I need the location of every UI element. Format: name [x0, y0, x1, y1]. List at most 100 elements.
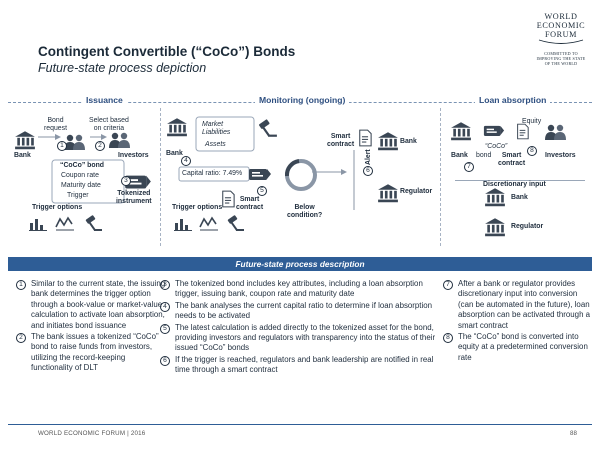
- bank-label-alert: Bank: [400, 138, 417, 145]
- absorption-smart-contract-icon: [517, 123, 529, 140]
- page-number: 88: [570, 430, 577, 437]
- description-number-2: 2: [16, 333, 26, 344]
- description-number-4: 4: [160, 301, 170, 312]
- step-5-marker: 5: [257, 186, 267, 196]
- coco-token-icon: [483, 125, 505, 136]
- process-diagram: [15, 116, 585, 237]
- trigger-options-gavel-icon: [227, 214, 244, 231]
- logo-line-2: ECONOMIC: [536, 21, 586, 30]
- logo-arc-icon: [538, 39, 584, 44]
- investors-icon-issuance: [109, 132, 130, 148]
- regulator-label-absorption: Regulator: [511, 223, 544, 230]
- description-bottom-rule: [8, 424, 592, 425]
- description-number-3: 3: [160, 280, 170, 290]
- description-number-5: 5: [160, 323, 170, 334]
- step-2-marker: 2: [95, 141, 105, 151]
- logo-tagline-3: OF THE WORLD: [544, 61, 578, 66]
- tokenized-instrument-label: Tokenized instrument: [116, 190, 152, 205]
- description-band: Future-state process description: [8, 257, 592, 271]
- investors-request-icon: [64, 134, 85, 150]
- logo-line-1: WORLD: [544, 12, 578, 21]
- step-1-marker: 1: [57, 141, 67, 151]
- bank-label-monitoring: Bank: [166, 150, 183, 157]
- description-item-6: 6 If the trigger is reached, regulators …: [160, 355, 442, 376]
- coupon-rate-label: Coupon rate: [61, 172, 99, 179]
- trigger-gavel-icon: [85, 214, 102, 231]
- description-item-8: 8 The “CoCo” bond is converted into equi…: [443, 332, 591, 363]
- bank-icon-monitoring: [167, 118, 187, 137]
- trigger-options-wave-icon: [199, 217, 219, 231]
- footer-text: WORLD ECONOMIC FORUM | 2016: [38, 430, 146, 437]
- description-item-7: 7 After a bank or regulator provides dis…: [443, 279, 591, 331]
- description-item-3: 3 The tokenized bond includes key attrib…: [160, 279, 442, 300]
- balance-sheet-box: [195, 116, 255, 152]
- equity-label: Equity: [522, 118, 542, 125]
- description-text-4: The bank analyses the current capital ra…: [175, 300, 433, 321]
- yes-label: Yes: [319, 163, 331, 170]
- page-title: Contingent Convertible (“CoCo”) Bonds: [38, 44, 296, 59]
- bond-request-label: Bond request: [44, 117, 67, 132]
- description-number-1: 1: [16, 280, 26, 290]
- maturity-date-label: Maturity date: [61, 182, 101, 189]
- coco-quote-label: “CoCo”: [485, 143, 508, 150]
- discretionary-divider: [455, 180, 585, 181]
- investors-icon-absorption: [545, 124, 566, 140]
- smart-contract-icon-monitoring: [359, 129, 372, 147]
- cycle-arc-icon: [284, 159, 300, 177]
- capital-ratio-label: Capital ratio: 7.49%: [182, 170, 243, 177]
- description-item-2: 2 The bank issues a tokenized “CoCo” bon…: [16, 332, 166, 374]
- phase-absorption: Loan absorption: [475, 95, 551, 105]
- trigger-options-label-monitoring: Trigger options: [172, 204, 223, 211]
- description-number-8: 8: [443, 333, 453, 344]
- description-number-6: 6: [160, 355, 170, 366]
- description-text-5: The latest calculation is added directly…: [175, 322, 436, 353]
- bank-label-issuance: Bank: [14, 152, 31, 159]
- bank-icon-absorption: [451, 122, 471, 141]
- trigger-label: Trigger: [67, 192, 89, 199]
- regulator-icon-absorption: [485, 218, 505, 237]
- investors-label-absorption: Investors: [545, 152, 576, 159]
- monitoring-gavel-icon: [258, 119, 277, 137]
- bank-icon-alert: [378, 132, 398, 151]
- assets-label: Assets: [205, 141, 226, 148]
- phase-monitoring: Monitoring (ongoing): [255, 95, 350, 105]
- coco-bond-label: “CoCo” bond: [60, 162, 105, 169]
- trigger-wave-icon: [55, 217, 75, 231]
- bank-label-discretionary: Bank: [511, 194, 528, 201]
- smart-contract-label-monitoring: Smart contract: [236, 196, 264, 211]
- page-subtitle: Future-state process depiction: [38, 61, 207, 75]
- bank-label-absorption: Bank: [451, 152, 468, 159]
- bond-label-absorption: bond: [476, 152, 492, 159]
- section-divider-2: [440, 108, 441, 246]
- market-liabilities-label: Market Liabilities: [202, 121, 231, 136]
- ratio-token-icon: [249, 169, 271, 180]
- select-criteria-label: Select based on criteria: [89, 117, 129, 132]
- description-column-3: 7 After a bank or regulator provides dis…: [443, 279, 591, 364]
- trigger-options-chart-icon: [174, 219, 192, 231]
- bank-icon-discretionary: [485, 188, 505, 207]
- description-item-5: 5 The latest calculation is added direct…: [160, 323, 442, 354]
- alert-label: Alert: [365, 149, 372, 165]
- step-3-marker: 3: [121, 176, 131, 186]
- description-column-1: 1 Similar to the current state, the issu…: [16, 279, 166, 375]
- trigger-chart-icon: [29, 219, 47, 231]
- step-8-marker: 8: [527, 146, 537, 156]
- description-number-7: 7: [443, 280, 453, 290]
- bank-icon-issuance: [15, 131, 35, 150]
- description-text-8: The “CoCo” bond is converted into equity…: [458, 332, 588, 362]
- logo-tagline-1: COMMITTED TO: [544, 51, 578, 56]
- step-7-marker: 7: [464, 162, 474, 172]
- trigger-options-label-issuance: Trigger options: [32, 204, 83, 211]
- phase-issuance: Issuance: [82, 95, 127, 105]
- smart-contract-label-alert: Smart contract: [327, 133, 355, 148]
- smart-contract-doc-icon: [222, 190, 235, 208]
- step-4-marker: 4: [181, 156, 191, 166]
- description-text-2: The bank issues a tokenized “CoCo” bond …: [31, 332, 159, 373]
- investors-label-issuance: Investors: [118, 152, 149, 159]
- description-text-7: After a bank or regulator provides discr…: [458, 279, 591, 330]
- description-text-6: If the trigger is reached, regulators an…: [175, 354, 434, 375]
- wef-logo: WORLD ECONOMIC FORUM COMMITTED TO IMPROV…: [530, 12, 592, 66]
- description-text-3: The tokenized bond includes key attribut…: [175, 279, 423, 299]
- logo-tagline-2: IMPROVING THE STATE: [536, 56, 586, 61]
- description-item-4: 4 The bank analyses the current capital …: [160, 301, 442, 322]
